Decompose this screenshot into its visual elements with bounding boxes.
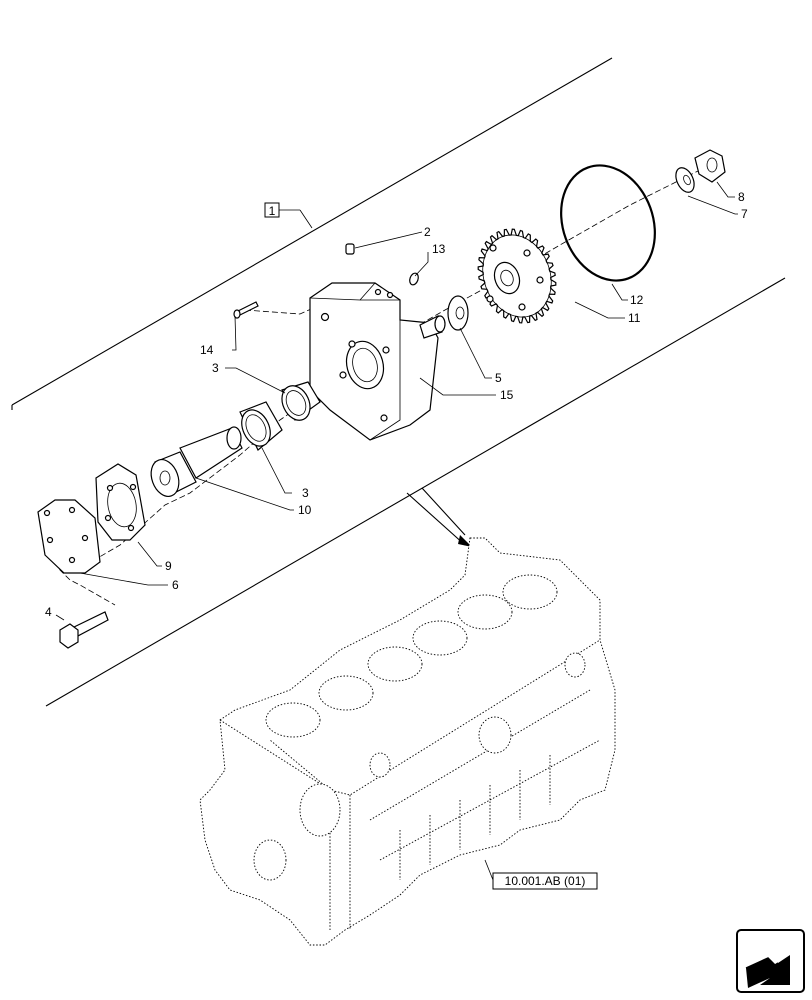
callout-3-lower: 3 xyxy=(302,486,309,500)
part-housing-15 xyxy=(309,282,446,441)
callout-8: 8 xyxy=(738,190,745,204)
part-bolt-4 xyxy=(59,611,109,649)
reference-box: 10.001.AB (01) xyxy=(484,859,598,890)
part-oring-12 xyxy=(560,164,656,282)
group-boundary xyxy=(11,57,786,707)
part-nut-8 xyxy=(694,149,726,183)
group-label-text: 1 xyxy=(269,204,276,218)
callout-3-upper: 3 xyxy=(212,361,219,375)
part-shaft-10 xyxy=(150,426,243,497)
callout-14: 14 xyxy=(200,343,214,357)
part-stud-14 xyxy=(233,301,259,319)
callout-13: 13 xyxy=(432,242,446,256)
reference-label: 10.001.AB (01) xyxy=(505,874,586,888)
engine-block xyxy=(199,537,616,946)
callout-11: 11 xyxy=(628,311,641,325)
callouts: 2 13 14 3 3 15 5 11 12 7 8 10 9 6 4 xyxy=(45,190,748,619)
part-washer-5 xyxy=(447,295,469,331)
next-arrow-icon[interactable] xyxy=(736,929,805,993)
callout-9: 9 xyxy=(165,559,172,573)
leader-lines xyxy=(55,181,738,621)
part-ring-13 xyxy=(409,272,419,286)
callout-10: 10 xyxy=(298,503,312,517)
callout-7: 7 xyxy=(741,207,748,221)
part-cover-6 xyxy=(37,499,101,574)
part-flange-9 xyxy=(95,463,146,541)
callout-6: 6 xyxy=(172,578,179,592)
part-washer-7 xyxy=(675,167,695,193)
part-gear-11 xyxy=(477,228,557,324)
part-bushing-3-upper xyxy=(281,381,321,421)
callout-12: 12 xyxy=(630,293,644,307)
callout-15: 15 xyxy=(500,388,514,402)
callout-4: 4 xyxy=(45,605,52,619)
part-bushing-3-lower xyxy=(239,401,283,451)
group-label: 1 xyxy=(264,202,313,229)
part-pin-2 xyxy=(345,243,355,255)
callout-5: 5 xyxy=(495,371,502,385)
callout-2: 2 xyxy=(424,225,431,239)
